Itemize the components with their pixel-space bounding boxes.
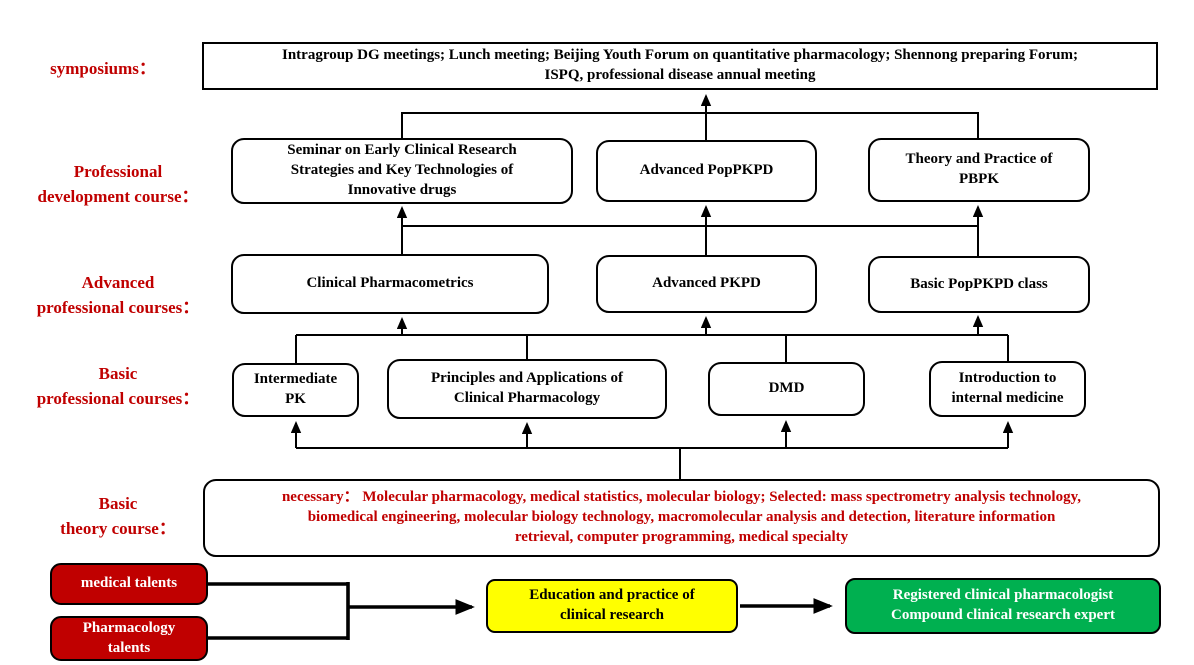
course-box-introduction-internal-medicine: Introduction to internal medicine	[929, 361, 1086, 417]
course-box-theory-practice-pbpk: Theory and Practice of PBPK	[868, 138, 1090, 202]
course-box-basic-poppkpd-class: Basic PopPKPD class	[868, 256, 1090, 313]
course-box-seminar-early-clinical-research: Seminar on Early Clinical Research Strat…	[231, 138, 573, 204]
symposiums-box: Intragroup DG meetings; Lunch meeting; B…	[202, 42, 1158, 90]
label-basic-theory-course: Basic theory course：	[60, 494, 176, 538]
outcome-box-registered-clinical-pharmacologist: Registered clinical pharmacologist Compo…	[845, 578, 1161, 634]
course-box-advanced-poppkpd: Advanced PopPKPD	[596, 140, 817, 202]
input-box-pharmacology-talents: Pharmacology talents	[50, 616, 208, 661]
label-advanced-professional-courses: Advanced professional courses：	[36, 273, 200, 317]
basic-theory-box: necessary： Molecular pharmacology, medic…	[203, 479, 1160, 557]
connector-advanced-to-development	[396, 205, 984, 256]
connector-symposiums	[401, 94, 979, 140]
course-box-dmd: DMD	[708, 362, 865, 416]
course-box-advanced-pkpd: Advanced PKPD	[596, 255, 817, 313]
label-basic-professional-courses: Basic professional courses：	[36, 364, 200, 408]
input-box-medical-talents: medical talents	[50, 563, 208, 605]
course-box-intermediate-pk: Intermediate PK	[232, 363, 359, 417]
course-box-clinical-pharmacometrics: Clinical Pharmacometrics	[231, 254, 549, 314]
label-symposiums: symposiums：	[50, 59, 156, 78]
label-professional-development-course: Professional development course：	[37, 162, 199, 206]
connector-theory-to-basic	[290, 420, 1014, 479]
connector-basic-to-advanced	[295, 315, 1009, 363]
process-box-education-practice-clinical-research: Education and practice of clinical resea…	[486, 579, 738, 633]
course-box-principles-clinical-pharmacology: Principles and Applications of Clinical …	[387, 359, 667, 419]
